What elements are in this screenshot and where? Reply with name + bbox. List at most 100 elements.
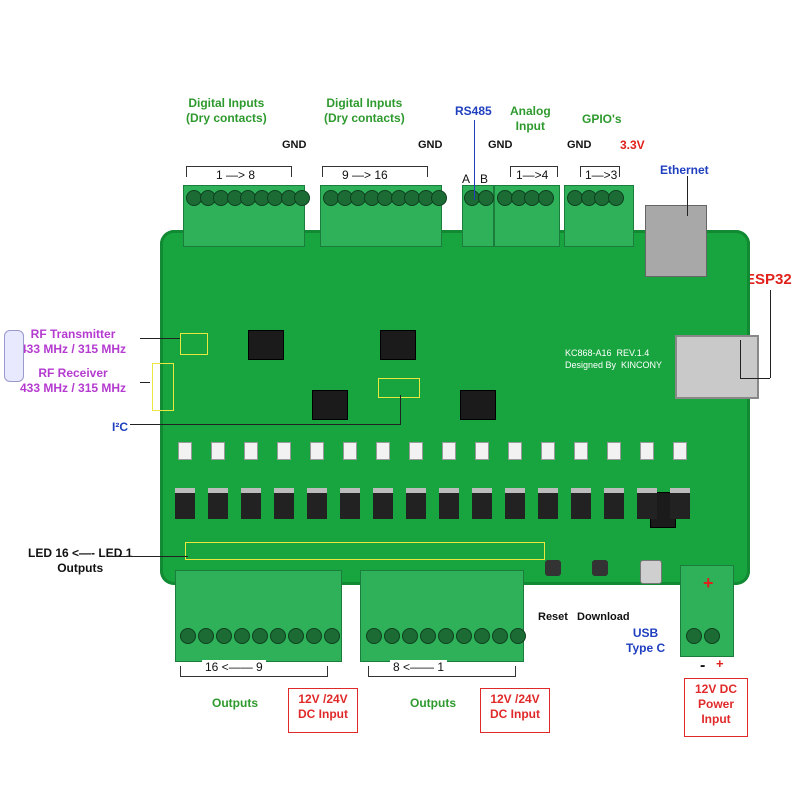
- terminal-screw: [294, 190, 310, 206]
- terminal-screw: [306, 628, 322, 644]
- gpios-label: GPIO's: [582, 112, 622, 126]
- optocoupler: [640, 442, 654, 460]
- analog-input-label: Analog Input: [510, 104, 551, 133]
- rf-transmitter-socket: [180, 333, 208, 355]
- range-bracket-2: [322, 166, 428, 177]
- i2c-socket: [378, 378, 420, 398]
- terminal-screw: [607, 190, 624, 206]
- range-analog: 1—>4: [516, 168, 549, 182]
- optocoupler: [607, 442, 621, 460]
- mosfet: [274, 488, 294, 519]
- reset-button[interactable]: [545, 560, 561, 576]
- mosfet: [175, 488, 195, 519]
- range-1-8: 1 —> 8: [216, 168, 256, 182]
- optocoupler: [244, 442, 258, 460]
- leader-line: [770, 290, 771, 378]
- terminal-screw: [474, 628, 490, 644]
- mosfet: [538, 488, 558, 519]
- outputs-label-1: Outputs: [212, 696, 258, 710]
- terminal-screw: [384, 628, 400, 644]
- rs485-b-label: B: [480, 172, 489, 186]
- terminal-screw: [438, 628, 454, 644]
- digital-inputs-1-label: Digital Inputs (Dry contacts): [186, 96, 267, 125]
- power-minus-label: -: [700, 657, 706, 674]
- leader-line: [474, 120, 475, 200]
- range-16-9: 16 <—— 9: [202, 660, 266, 675]
- dc-input-box-2: 12V /24V DC Input: [480, 688, 550, 733]
- leader-line: [140, 338, 180, 339]
- optocoupler: [277, 442, 291, 460]
- reset-label: Reset: [538, 611, 568, 623]
- mosfet: [604, 488, 624, 519]
- usb-c-port: [640, 560, 662, 584]
- ic-chip: [460, 390, 496, 420]
- power-input-box: 12V DC Power Input: [684, 678, 748, 737]
- mosfet: [241, 488, 261, 519]
- dc-input-box-1: 12V /24V DC Input: [288, 688, 358, 733]
- mosfet: [406, 488, 426, 519]
- board-revision: REV.1.4: [616, 348, 650, 358]
- range-bracket-1: [186, 166, 292, 177]
- leader-line: [130, 424, 400, 425]
- range-9-16: 9 —> 16: [342, 168, 388, 182]
- mosfet: [670, 488, 690, 519]
- power-plus-terminal-label: +: [703, 573, 714, 593]
- terminal-screw: [270, 628, 286, 644]
- esp32-module: [675, 335, 759, 399]
- range-bracket-6: [368, 666, 516, 677]
- mosfet: [472, 488, 492, 519]
- optocoupler: [376, 442, 390, 460]
- optocoupler: [574, 442, 588, 460]
- ic-chip: [248, 330, 284, 360]
- optocoupler: [310, 442, 324, 460]
- range-bracket-5: [180, 666, 328, 677]
- optocoupler: [178, 442, 192, 460]
- board-designed-by: Designed By: [565, 360, 617, 370]
- ethernet-label: Ethernet: [660, 163, 709, 177]
- board-maker: KINCONY: [621, 360, 663, 370]
- i2c-label: I²C: [112, 420, 128, 434]
- terminal-screw: [402, 628, 418, 644]
- rf-receiver-socket: [152, 363, 174, 411]
- optocoupler: [475, 442, 489, 460]
- terminal-screw: [537, 190, 554, 206]
- mosfet: [637, 488, 657, 519]
- led-output-strip: [185, 542, 545, 560]
- leader-line: [110, 556, 188, 557]
- rf-receiver-label: RF Receiver 433 MHz / 315 MHz: [20, 366, 127, 395]
- optocoupler: [409, 442, 423, 460]
- terminal-screw: [492, 628, 508, 644]
- gnd-label-3: GND: [488, 139, 513, 151]
- terminal-outputs-8-1: [360, 570, 524, 662]
- rf-transmitter-label: RF Transmitter 433 MHz / 315 MHz: [20, 327, 127, 356]
- mosfet: [505, 488, 525, 519]
- terminal-screw: [686, 628, 702, 644]
- range-bracket-4: [580, 166, 620, 177]
- ic-chip: [312, 390, 348, 420]
- optocoupler: [508, 442, 522, 460]
- outputs-label-2: Outputs: [410, 696, 456, 710]
- terminal-screw: [180, 628, 196, 644]
- mosfet: [439, 488, 459, 519]
- download-button[interactable]: [592, 560, 608, 576]
- optocoupler: [442, 442, 456, 460]
- terminal-screw: [477, 190, 494, 206]
- optocoupler: [541, 442, 555, 460]
- terminal-screw: [420, 628, 436, 644]
- rs485-label: RS485: [455, 104, 492, 118]
- terminal-screw: [456, 628, 472, 644]
- esp32-label: ESP32: [745, 271, 792, 288]
- terminal-screw: [216, 628, 232, 644]
- gnd-label-1: GND: [282, 139, 307, 151]
- terminal-screw: [324, 628, 340, 644]
- leader-line: [740, 340, 741, 378]
- mosfet: [571, 488, 591, 519]
- ethernet-port: [645, 205, 707, 277]
- download-label: Download: [577, 611, 630, 623]
- terminal-outputs-16-9: [175, 570, 342, 662]
- terminal-screw: [431, 190, 447, 206]
- led-outputs-label: LED 16 <—- LED 1 Outputs: [28, 546, 133, 575]
- power-plus-label: +: [716, 656, 724, 671]
- leader-line: [400, 395, 401, 425]
- digital-inputs-2-label: Digital Inputs (Dry contacts): [324, 96, 405, 125]
